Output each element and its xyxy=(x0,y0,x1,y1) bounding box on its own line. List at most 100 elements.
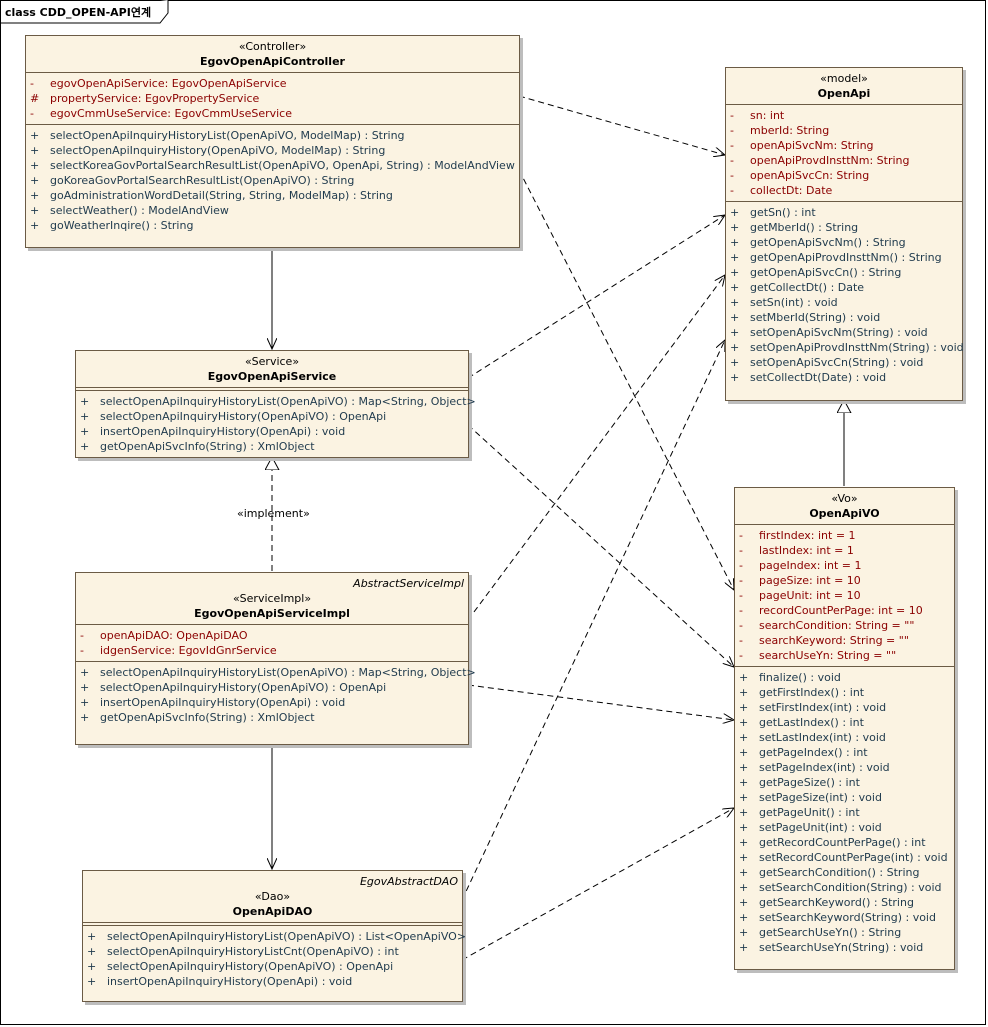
class-name: OpenApiDAO xyxy=(232,905,313,918)
class-controller[interactable]: «Controller» EgovOpenApiController -egov… xyxy=(25,35,520,248)
visibility-marker: + xyxy=(87,930,97,943)
class-header: EgovAbstractDAO «Dao» OpenApiDAO xyxy=(83,871,462,923)
visibility-marker: - xyxy=(739,559,743,572)
visibility-marker: - xyxy=(730,154,734,167)
class-name: OpenApi xyxy=(817,87,871,100)
class-serviceimpl[interactable]: AbstractServiceImpl «ServiceImpl» EgovOp… xyxy=(75,572,476,745)
operation-text: selectWeather() : ModelAndView xyxy=(50,204,229,217)
visibility-marker: + xyxy=(730,206,740,219)
visibility-marker: + xyxy=(739,806,749,819)
visibility-marker: - xyxy=(730,109,734,122)
visibility-marker: + xyxy=(80,696,90,709)
operation-row: +selectOpenApiInquiryHistory(OpenApiVO) … xyxy=(76,409,468,424)
attribute-row: -pageIndex: int = 1 xyxy=(735,558,954,573)
operation-text: getPageIndex() : int xyxy=(759,746,868,759)
visibility-marker: - xyxy=(730,124,734,137)
operations-section: +selectOpenApiInquiryHistoryList(OpenApi… xyxy=(26,124,519,236)
visibility-marker: + xyxy=(739,941,749,954)
operation-row: +getOpenApiSvcInfo(String) : XmlObject xyxy=(76,439,468,454)
operation-row: +goAdministrationWordDetail(String, Stri… xyxy=(26,188,519,203)
operation-row: +finalize() : void xyxy=(735,670,954,685)
visibility-marker: + xyxy=(739,686,749,699)
operation-row: +setOpenApiProvdInsttNm(String) : void xyxy=(726,340,964,355)
visibility-marker: + xyxy=(739,761,749,774)
operation-row: +selectOpenApiInquiryHistoryList(OpenApi… xyxy=(76,665,476,680)
attribute-text: propertyService: EgovPropertyService xyxy=(50,92,260,105)
visibility-marker: + xyxy=(739,716,749,729)
operation-row: +getSearchKeyword() : String xyxy=(735,895,954,910)
operation-row: +goKoreaGovPortalSearchResultList(OpenAp… xyxy=(26,173,519,188)
visibility-marker: - xyxy=(739,574,743,587)
implement-label: «implement» xyxy=(237,507,310,520)
attribute-row: -searchKeyword: String = "" xyxy=(735,633,954,648)
visibility-marker: + xyxy=(739,731,749,744)
operation-text: setPageSize(int) : void xyxy=(759,791,882,804)
attribute-text: pageSize: int = 10 xyxy=(759,574,861,587)
visibility-marker: + xyxy=(730,221,740,234)
operation-row: +getSearchCondition() : String xyxy=(735,865,954,880)
operation-row: +getOpenApiSvcNm() : String xyxy=(726,235,962,250)
operation-row: + selectOpenApiInquiryHistoryList(OpenApi… xyxy=(83,929,466,944)
operations-section: +selectOpenApiInquiryHistoryList(OpenApi… xyxy=(76,390,476,457)
operation-text: selectOpenApiInquiryHistory(OpenApiVO, M… xyxy=(50,144,386,157)
operation-row: +insertOpenApiInquiryHistory(OpenApi) : … xyxy=(76,424,468,439)
operation-row: +getOpenApiSvcCn() : String xyxy=(726,265,962,280)
dep-dao-vo xyxy=(461,808,734,961)
attribute-text: openApiSvcNm: String xyxy=(750,139,874,152)
attribute-text: sn: int xyxy=(750,109,785,122)
class-model[interactable]: «model» OpenApi -sn: int-mberId: String-… xyxy=(725,67,964,401)
operation-row: +setOpenApiSvcNm(String) : void xyxy=(726,325,962,340)
visibility-marker: + xyxy=(30,129,40,142)
operation-text: setFirstIndex(int) : void xyxy=(759,701,887,714)
visibility-marker: + xyxy=(739,851,749,864)
visibility-marker: # xyxy=(30,92,40,105)
operation-row: + getOpenApiSvcInfo(String) : XmlObject xyxy=(76,710,468,725)
attribute-row: # propertyService: EgovPropertyService xyxy=(26,91,519,106)
operation-text: selectOpenApiInquiryHistory(OpenApiVO) :… xyxy=(107,960,394,973)
attribute-text: openApiProvdInsttNm: String xyxy=(750,154,910,167)
visibility-marker: + xyxy=(80,666,90,679)
visibility-marker: + xyxy=(80,395,90,408)
visibility-marker: + xyxy=(80,711,90,724)
attribute-row: -egovCmmUseService: EgovCmmUseService xyxy=(26,106,519,121)
operation-text: finalize() : void xyxy=(759,671,841,684)
operation-text: selectOpenApiInquiryHistory(OpenApiVO) :… xyxy=(100,410,387,423)
stereotype: «Service» xyxy=(244,355,300,368)
operation-text: selectOpenApiInquiryHistoryListCnt(OpenA… xyxy=(107,945,399,958)
operation-text: selectOpenApiInquiryHistoryList(OpenApiV… xyxy=(107,930,467,943)
operation-text: goAdministrationWordDetail(String, Strin… xyxy=(50,189,393,202)
class-service[interactable]: «Service» EgovOpenApiService +selectOpen… xyxy=(75,350,476,458)
operation-row: +selectOpenApiInquiryHistoryList(OpenApi… xyxy=(26,128,519,143)
operation-text: getOpenApiSvcCn() : String xyxy=(750,266,902,279)
visibility-marker: - xyxy=(80,644,84,657)
class-header: «Vo» OpenApiVO xyxy=(735,488,954,525)
visibility-marker: + xyxy=(739,926,749,939)
visibility-marker: + xyxy=(739,911,749,924)
attribute-text: recordCountPerPage: int = 10 xyxy=(759,604,923,617)
operation-text: setSearchCondition(String) : void xyxy=(759,881,942,894)
dep-serviceimpl-model xyxy=(467,275,725,621)
attribute-row: -searchCondition: String = "" xyxy=(735,618,954,633)
stereotype: «ServiceImpl» xyxy=(232,592,312,605)
attribute-text: pageUnit: int = 10 xyxy=(759,589,861,602)
class-dao[interactable]: EgovAbstractDAO «Dao» OpenApiDAO +select… xyxy=(82,870,466,1002)
visibility-marker: + xyxy=(30,144,40,157)
attribute-row: -openApiSvcNm: String xyxy=(726,138,962,153)
attribute-row: -idgenService: EgovIdGnrService xyxy=(76,643,468,658)
operation-row: +setCollectDt(Date) : void xyxy=(726,370,962,385)
attribute-row: -egovOpenApiService: EgovOpenApiService xyxy=(26,76,519,91)
attribute-text: searchCondition: String = "" xyxy=(759,619,915,632)
class-name: EgovOpenApiServiceImpl xyxy=(194,607,350,620)
class-header: «model» OpenApi xyxy=(726,68,962,105)
operation-text: setSearchUseYn(String) : void xyxy=(759,941,924,954)
operation-row: +selectOpenApiInquiryHistoryListCnt(Open… xyxy=(83,944,462,959)
operation-text: getOpenApiSvcInfo(String) : XmlObject xyxy=(100,711,315,724)
operation-text: setCollectDt(Date) : void xyxy=(750,371,887,384)
operation-text: setMberId(String) : void xyxy=(750,311,881,324)
dep-dao-model xyxy=(461,340,725,901)
visibility-marker: - xyxy=(739,649,743,662)
operation-row: +getSearchUseYn() : String xyxy=(735,925,954,940)
operation-row: + selectOpenApiInquiryHistory(OpenApiVO, … xyxy=(26,143,519,158)
class-vo[interactable]: «Vo» OpenApiVO -firstIndex: int = 1-last… xyxy=(734,487,955,970)
